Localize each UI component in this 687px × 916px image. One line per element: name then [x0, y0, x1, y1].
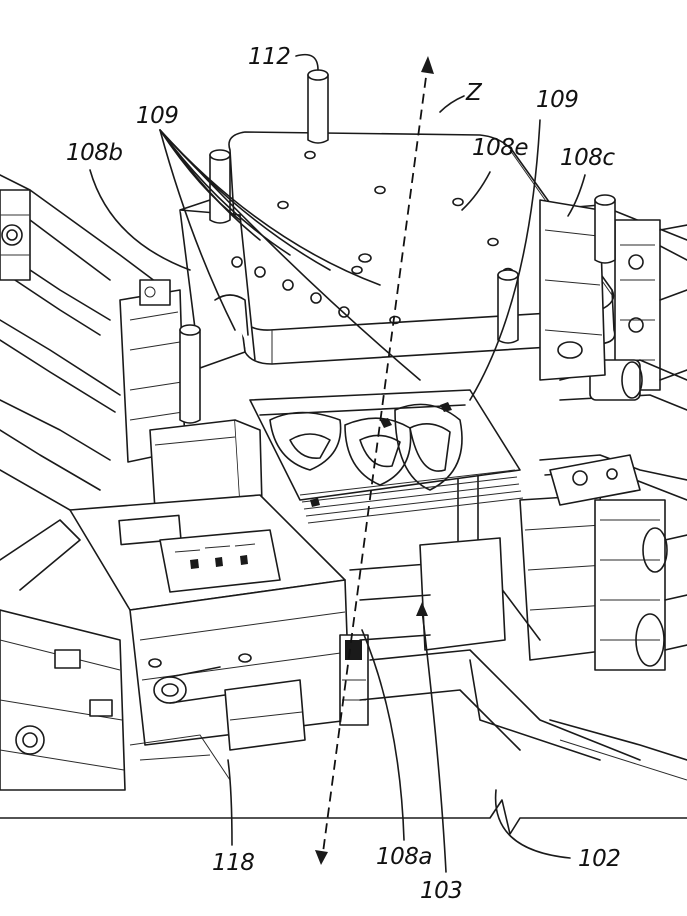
label-102: 102	[578, 846, 620, 872]
right-rail-assembly	[519, 204, 687, 671]
left-rail-assembly	[0, 174, 186, 511]
front-left-panel	[0, 519, 126, 791]
front-left-slide-unit	[69, 494, 369, 751]
label-112: 112	[248, 44, 290, 70]
label-109-right: 109	[536, 87, 578, 113]
label-109-left: 109	[136, 103, 178, 129]
label-118: 118	[212, 850, 254, 876]
label-z-axis: Z	[465, 80, 483, 106]
z-axis	[315, 56, 434, 865]
mold-cavity-region	[149, 389, 524, 524]
label-108e: 108e	[472, 135, 528, 161]
label-103: 103	[420, 878, 462, 904]
label-108b: 108b	[66, 140, 123, 166]
leader-lines	[89, 53, 586, 873]
label-108a: 108a	[376, 844, 432, 870]
reference-labels: 112 Z 109 109 108b 108e 108c 118 108a 10…	[66, 44, 621, 904]
upper-die-block-108c	[539, 199, 606, 381]
label-108c: 108c	[560, 145, 615, 171]
lower-base	[0, 537, 687, 835]
